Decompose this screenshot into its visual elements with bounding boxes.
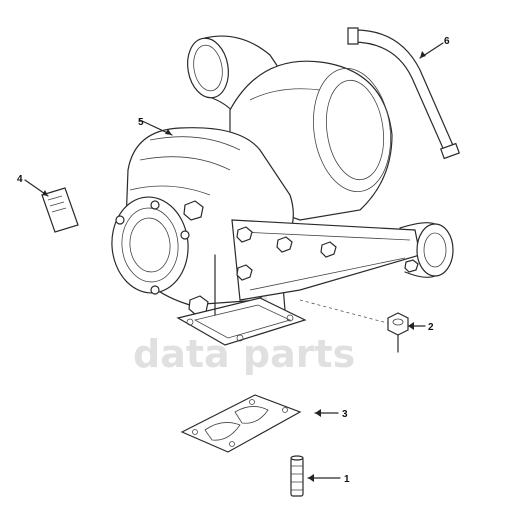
- oil-drain-tube: [347, 27, 460, 160]
- mounting-stud: [290, 455, 304, 497]
- callout-2: 2: [428, 322, 434, 333]
- callout-1: 1: [344, 474, 350, 485]
- callout-5: 5: [138, 117, 144, 128]
- compressor-inlet: [187, 35, 301, 121]
- watermark-text: data parts: [133, 332, 355, 376]
- centre-line: [299, 299, 396, 326]
- label-plate: [41, 187, 79, 233]
- turbine-gasket: [180, 394, 302, 453]
- callout-6: 6: [444, 36, 450, 47]
- callout-4: 4: [17, 174, 23, 185]
- actuator-bracket: [231, 219, 454, 301]
- flange-nut: [387, 312, 409, 353]
- callout-3: 3: [342, 409, 348, 420]
- turbine-inlet-flange: [176, 249, 307, 346]
- leader-lines: [24, 42, 444, 482]
